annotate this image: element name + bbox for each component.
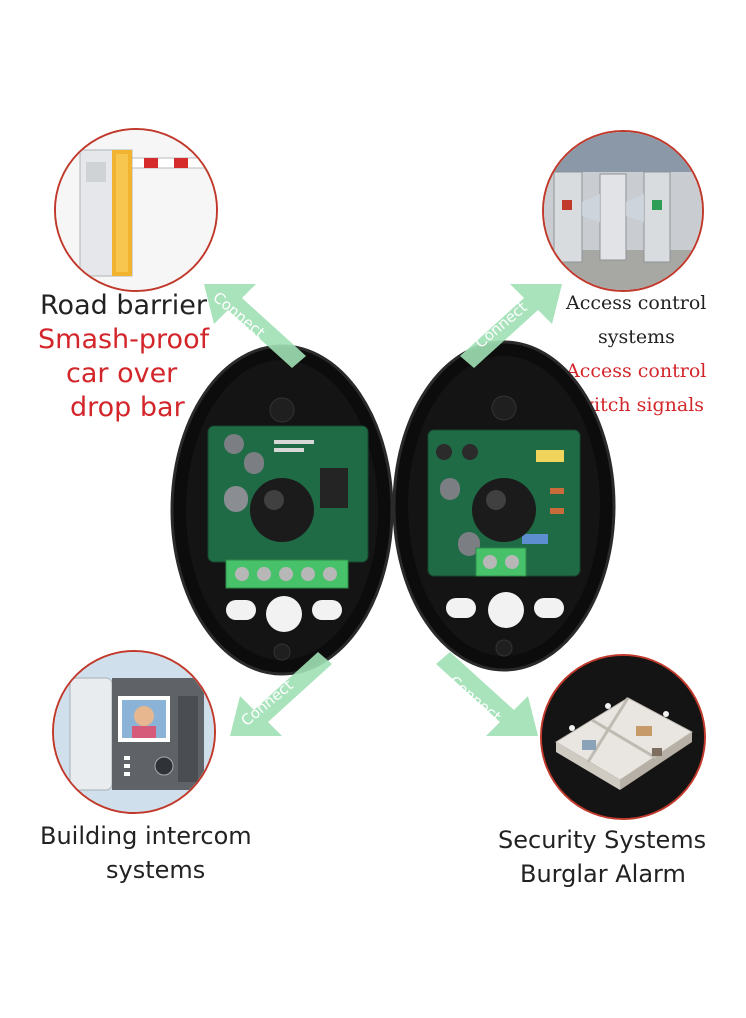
video-intercom-image (52, 650, 216, 814)
access-control-title-1: Access control (566, 292, 707, 314)
access-control-title-2: systems (598, 326, 675, 348)
security-title-1: Security Systems (498, 826, 707, 854)
access-control-sub-1: Access control (566, 360, 707, 382)
road-barrier-sub-3: drop bar (70, 392, 185, 423)
connect-arrow-bottom-left (230, 652, 332, 736)
road-barrier-title: Road barrier (40, 290, 207, 321)
turnstile-gate-image (542, 130, 704, 292)
intercom-title-2: systems (106, 856, 206, 884)
access-control-sub-2: switch signals (568, 394, 705, 416)
connect-arrow-top-right (460, 284, 562, 368)
connect-arrow-top-left (204, 284, 306, 368)
road-barrier-sub-1: Smash-proof (38, 324, 210, 355)
security-title-2: Burglar Alarm (520, 860, 686, 888)
road-barrier-sub-2: car over (66, 358, 178, 389)
intercom-title-1: Building intercom (40, 822, 252, 850)
connect-arrow-bottom-right (436, 652, 538, 736)
house-floorplan-image (540, 654, 706, 820)
road-barrier-image (54, 128, 218, 292)
photoelectric-beam-sensor-pair (170, 340, 616, 676)
